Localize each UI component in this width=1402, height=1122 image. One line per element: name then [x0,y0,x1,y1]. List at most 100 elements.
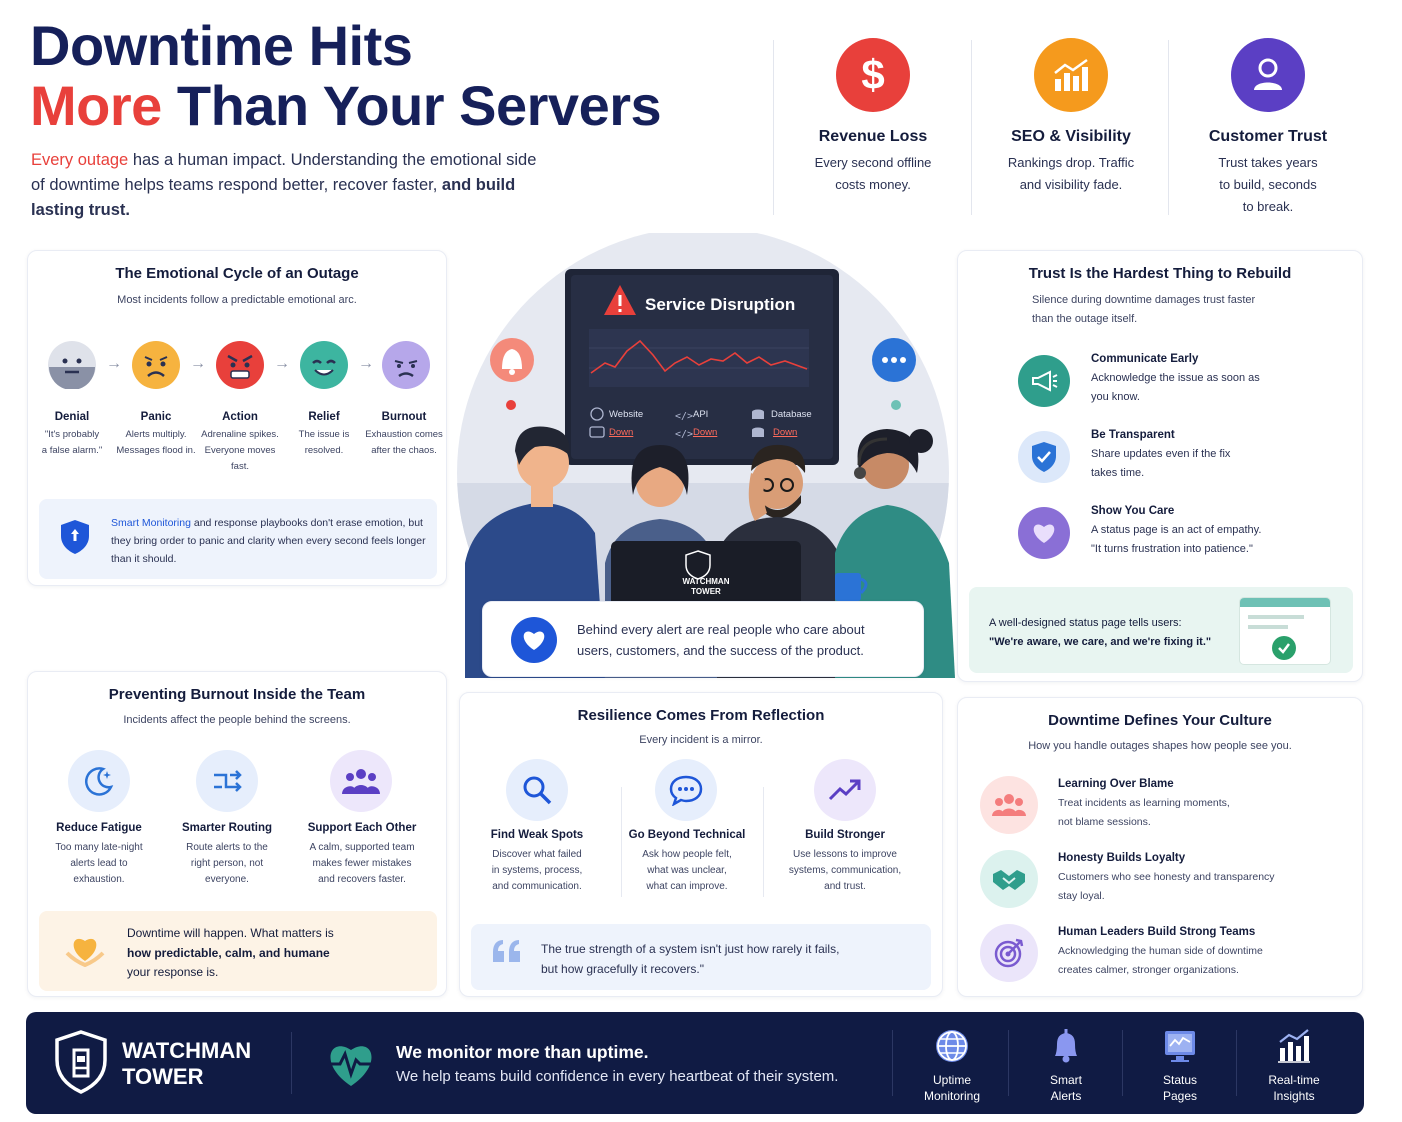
bell-icon [1014,1028,1118,1064]
card-subtitle: Most incidents follow a predictable emot… [117,294,357,306]
footer-headline: We monitor more than uptime. [396,1042,649,1062]
culture-card: Downtime Defines Your Culture How you ha… [957,697,1363,997]
divider [621,787,622,897]
divider [1236,1030,1237,1096]
laptop-brand: WATCHMAN TOWER [682,577,730,596]
footer-tagline: We help teams build confidence in every … [396,1068,839,1085]
page-title: Downtime Hits More Than Your Servers [30,14,662,137]
service-api-label: API [693,409,709,420]
people-callout: Behind every alert are real people who c… [482,601,924,677]
denial-face-icon [48,341,96,389]
smart-monitoring-note: Smart Monitoring and response playbooks … [39,499,437,579]
dollar-icon: $ [836,38,910,112]
insights-chart-icon [1242,1028,1346,1064]
service-website-label: Website [609,409,644,420]
bar-chart-icon [1034,38,1108,112]
impact-divider [1168,40,1169,215]
globe-icon [900,1028,1004,1064]
handshake-icon [980,850,1038,908]
trust-item-show-care: Show You Care A status page is an act of… [1091,505,1262,555]
svg-text:</>: </> [675,411,693,422]
trust-card: Trust Is the Hardest Thing to Rebuild Si… [957,250,1363,682]
divider [892,1030,893,1096]
arrow-icon: → [274,355,290,372]
title-line-1: Downtime Hits [30,14,413,77]
trust-item-transparent: Be Transparent Share updates even if the… [1091,429,1231,479]
title-rest: Than Your Servers [161,74,662,137]
status-page-mockup-icon [1239,597,1331,665]
trend-up-icon [814,759,876,821]
impact-title: Customer Trust [1208,128,1328,145]
culture-item-learning: Learning Over Blame Treat incidents as l… [1058,778,1230,828]
footer-brand: WATCHMAN TOWER [122,1038,252,1089]
impact-title: Revenue Loss [818,128,928,145]
impact-revenue-loss: $ Revenue Loss Every second offline cost… [783,38,963,196]
divider [1122,1030,1123,1096]
service-api-status: Down [693,427,718,438]
relief-face-icon [300,341,348,389]
service-website-status: Down [609,427,634,438]
resilience-item-beyond-technical: Go Beyond Technical Ask how people felt,… [628,829,746,892]
smart-monitoring-link: Smart Monitoring [111,517,191,529]
impact-customer-trust: Customer Trust Trust takes years to buil… [1178,38,1358,218]
arrow-icon: → [190,355,206,372]
intro-highlight: Every outage [31,151,129,169]
arrow-icon: → [358,355,374,372]
divider [1008,1030,1009,1096]
impact-divider [773,40,774,215]
moon-icon [68,750,130,812]
status-page-banner: A well-designed status page tells users:… [969,587,1353,673]
speech-bubble-icon [655,759,717,821]
heart-icon [511,617,557,663]
magnifier-icon [506,759,568,821]
card-title: Resilience Comes From Reflection [577,707,825,724]
quote-mark-icon [491,938,523,964]
status-monitor-icon [1128,1028,1232,1064]
shield-icon [59,519,91,555]
impact-divider [971,40,972,215]
hero-illustration: </> </> Service Disruptio [455,233,955,678]
watchman-tower-logo-icon [54,1030,108,1094]
team-icon [330,750,392,812]
trust-item-communicate: Communicate Early Acknowledge the issue … [1091,353,1260,403]
impact-seo-visibility: SEO & Visibility Rankings drop. Traffic … [981,38,1161,196]
burnout-face-icon [382,341,430,389]
user-icon [1231,38,1305,112]
heart-hands-icon [65,931,105,967]
culture-item-human-leaders: Human Leaders Build Strong Teams Acknowl… [1058,926,1263,976]
footer-banner: WATCHMAN TOWER We monitor more than upti… [26,1012,1364,1114]
burnout-card: Preventing Burnout Inside the Team Incid… [27,671,447,997]
burnout-item-support: Support Each Other A calm, supported tea… [307,822,417,885]
megaphone-icon [1018,355,1070,407]
team-icon [980,776,1038,834]
card-subtitle: Silence during downtime damages trust fa… [1032,294,1256,325]
card-title: Trust Is the Hardest Thing to Rebuild [1028,265,1292,282]
check-icon [1272,636,1296,660]
card-subtitle: Every incident is a mirror. [639,734,763,746]
shield-check-icon [1018,431,1070,483]
emotional-cycle-card: The Emotional Cycle of an Outage Most in… [27,250,447,586]
heart-icon [1018,507,1070,559]
service-database-status: Down [773,427,798,438]
arrow-icon: → [106,355,122,372]
divider [291,1032,292,1094]
svg-text:</>: </> [675,429,693,440]
resilience-quote: The true strength of a system isn't just… [471,924,931,990]
card-title: Downtime Defines Your Culture [1048,712,1272,729]
title-highlight: More [30,74,162,137]
routing-arrows-icon [196,750,258,812]
heartbeat-icon [324,1040,378,1088]
card-subtitle: How you handle outages shapes how people… [1028,740,1292,752]
culture-item-honesty: Honesty Builds Loyalty Customers who see… [1058,852,1275,902]
